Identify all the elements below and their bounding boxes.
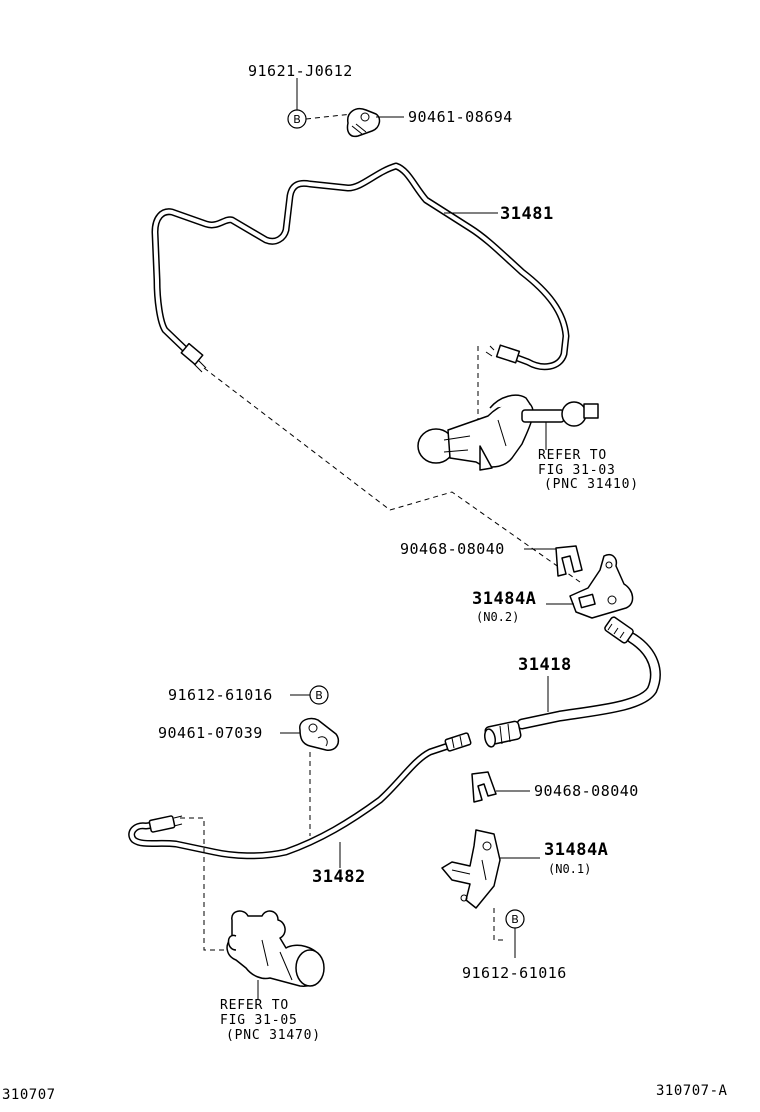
refer-upper-note: REFER TO FIG 31-03 (PNC 31410): [538, 448, 639, 492]
release-cylinder: [226, 910, 325, 1000]
tube-31481: [151, 162, 570, 373]
bracket-no1-part: [441, 829, 540, 941]
label-bracket-no1: 31484A: [544, 840, 608, 860]
label-clip-upper: 90468-08040: [400, 540, 505, 558]
label-bracket-no2-sub: (N0.2): [476, 610, 519, 624]
label-bolt-bottom: 91612-61016: [462, 964, 567, 982]
label-tube-31481: 31481: [500, 204, 554, 224]
bracket-no2-part: [546, 554, 634, 619]
clamp-top-part: [346, 108, 404, 138]
label-bolt-top: 91621-J0612: [248, 62, 353, 80]
refer-lower-note: REFER TO FIG 31-05 (PNC 31470): [220, 998, 321, 1043]
svg-text:(PNC 31410): (PNC 31410): [544, 477, 639, 492]
hose-31418: [484, 616, 661, 748]
master-cylinder: [417, 346, 599, 471]
label-bracket-no2: 31484A: [472, 589, 536, 609]
bolt-top-callout: B: [287, 78, 353, 129]
svg-text:REFER TO: REFER TO: [220, 998, 289, 1013]
label-clamp-top: 90461-08694: [408, 108, 513, 126]
label-clip-lower: 90468-08040: [534, 782, 639, 800]
svg-text:REFER TO: REFER TO: [538, 448, 607, 463]
label-tube-31482: 31482: [312, 867, 366, 887]
svg-text:FIG 31-03: FIG 31-03: [538, 463, 616, 478]
figure-id-right: 310707-A: [656, 1083, 728, 1099]
label-bolt-mid: 91612-61016: [168, 686, 273, 704]
svg-text:B: B: [511, 913, 519, 926]
clip-upper-part: [524, 545, 583, 577]
label-clamp-mid: 90461-07039: [158, 724, 263, 742]
clamp-mid-part: [280, 717, 340, 836]
svg-text:FIG 31-05: FIG 31-05: [220, 1013, 298, 1028]
tube-31482: [128, 732, 472, 951]
clip-lower-part: [471, 771, 530, 803]
label-bracket-no1-sub: (N0.1): [548, 862, 591, 876]
bolt-mid-callout: B: [290, 685, 329, 705]
svg-text:(PNC 31470): (PNC 31470): [226, 1028, 321, 1043]
figure-id-left: 310707: [2, 1087, 56, 1103]
svg-text:B: B: [315, 689, 323, 702]
bolt-bottom-callout: B: [505, 909, 525, 958]
label-hose-31418: 31418: [518, 655, 572, 675]
svg-text:B: B: [293, 113, 301, 126]
